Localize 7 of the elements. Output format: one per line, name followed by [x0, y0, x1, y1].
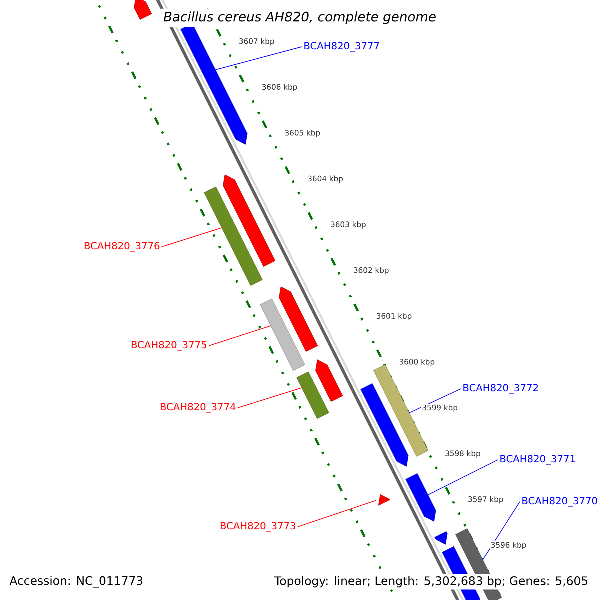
accession-text: Accession: NC_011773: [10, 576, 143, 588]
leader-line: [482, 502, 520, 560]
gene-label: BCAH820_3770: [522, 497, 598, 507]
gene-label: BCAH820_3776: [84, 242, 160, 252]
gene-block: [134, 0, 152, 20]
gene-label: BCAH820_3772: [464, 384, 538, 394]
gene-label: BCAH820_3771: [500, 455, 576, 465]
